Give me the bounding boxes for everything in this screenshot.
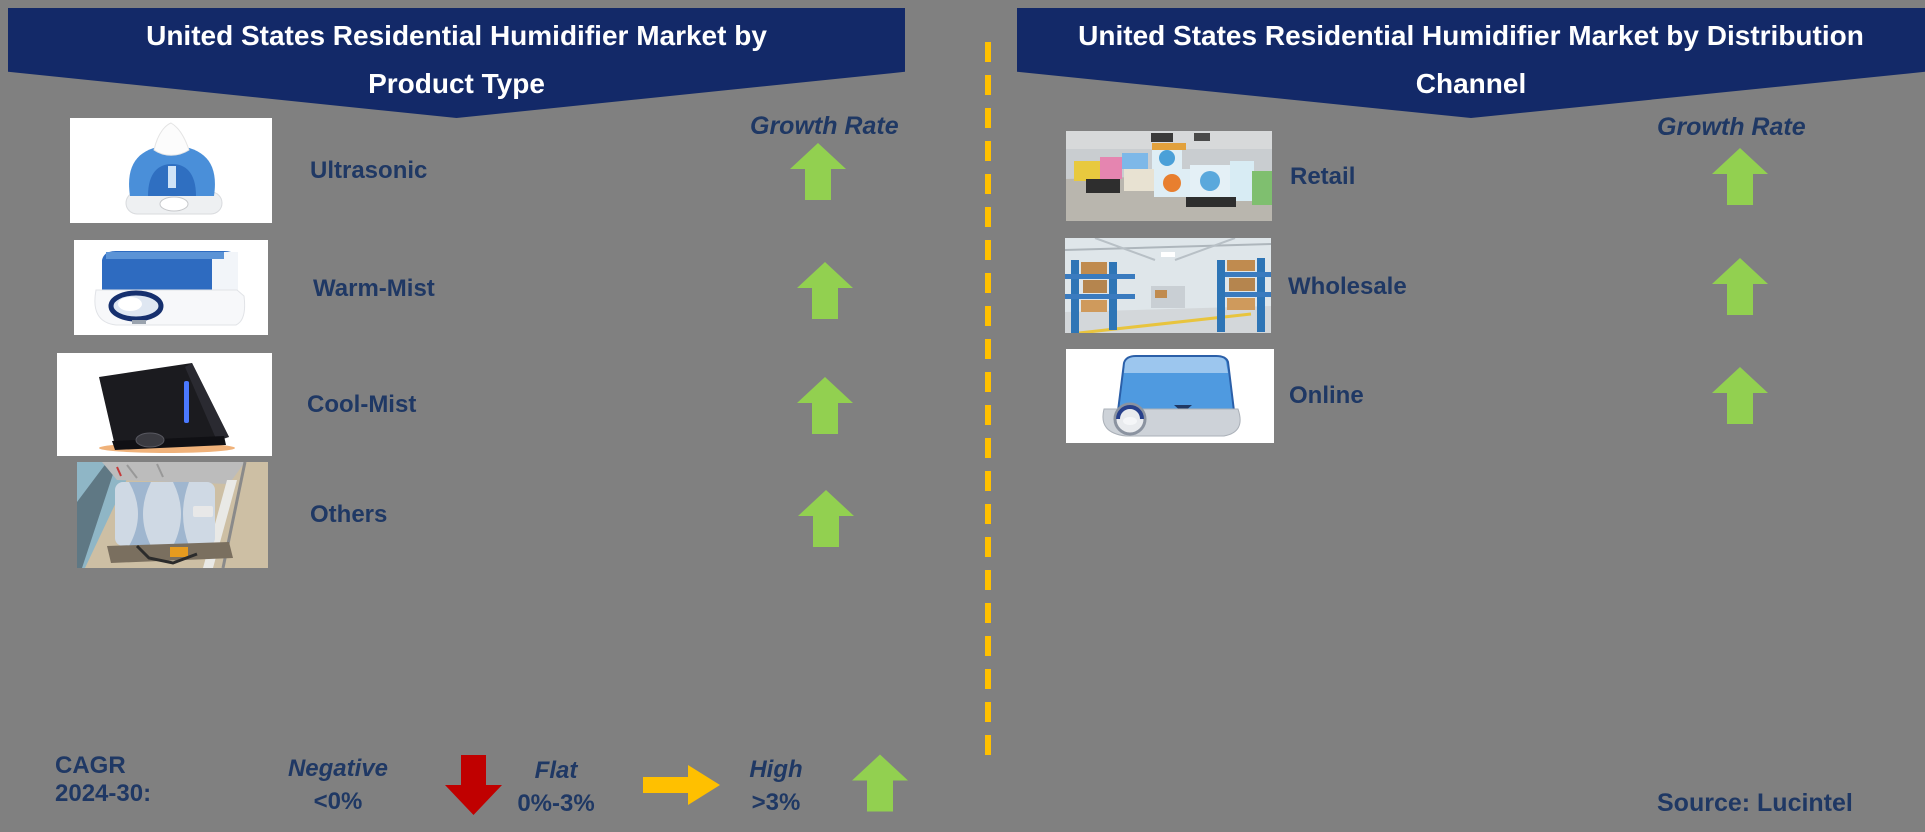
row-label-others: Others	[310, 501, 388, 528]
up-arrow-icon	[1712, 258, 1768, 320]
up-arrow-icon	[798, 490, 854, 552]
up-arrow-icon	[1712, 148, 1768, 210]
cagr-legend-title: CAGR 2024-30:	[55, 752, 151, 808]
ultrasonic-humidifier-illustration	[70, 118, 272, 223]
wholesale-image	[1065, 238, 1271, 333]
legend-flat-range: 0%-3%	[517, 790, 595, 817]
right-title-line2: Channel	[1415, 68, 1527, 99]
right-arrow-icon	[643, 765, 720, 810]
warm-mist-humidifier-illustration	[74, 240, 268, 335]
up-arrow-icon	[790, 143, 846, 205]
left-growth-rate-heading: Growth Rate	[750, 112, 899, 140]
row-label-retail: Retail	[1290, 163, 1356, 190]
cagr-line1: CAGR	[55, 752, 126, 779]
warm-mist-image	[74, 240, 268, 335]
cool-mist-image	[57, 353, 272, 456]
wholesale-warehouse-illustration	[1065, 238, 1271, 333]
online-channel-humidifier-illustration	[1066, 349, 1274, 443]
legend-negative-label: Negative	[287, 755, 389, 782]
up-arrow-icon	[797, 377, 853, 439]
left-panel-title-banner: United States Residential Humidifier Mar…	[8, 8, 905, 118]
up-arrow-icon	[797, 262, 853, 324]
up-arrow-icon	[1712, 367, 1768, 429]
duct-mounted-humidifier-illustration	[77, 462, 268, 568]
legend-high-range: >3%	[751, 789, 801, 816]
row-label-cool-mist: Cool-Mist	[307, 391, 417, 418]
right-growth-rate-heading: Growth Rate	[1657, 113, 1806, 141]
left-title-line2: Product Type	[368, 68, 545, 99]
legend-item-negative: Negative <0%	[268, 756, 408, 815]
row-label-ultrasonic: Ultrasonic	[310, 157, 428, 184]
legend-flat-label: Flat	[534, 757, 578, 784]
up-arrow-icon	[852, 753, 908, 818]
right-title-line1: United States Residential Humidifier Mar…	[1078, 20, 1864, 51]
legend-high-label: High	[749, 756, 803, 783]
row-label-wholesale: Wholesale	[1288, 273, 1407, 300]
legend-item-high: High >3%	[706, 757, 846, 816]
retail-image	[1066, 131, 1272, 221]
cool-mist-humidifier-illustration	[57, 353, 272, 456]
retail-store-aisle-illustration	[1066, 131, 1272, 221]
legend-item-flat: Flat 0%-3%	[486, 758, 626, 817]
dashed-divider-line	[985, 42, 991, 758]
right-panel-title-banner: United States Residential Humidifier Mar…	[1017, 8, 1925, 118]
ultrasonic-image	[70, 118, 272, 223]
row-label-online: Online	[1289, 382, 1364, 409]
left-title-line1: United States Residential Humidifier Mar…	[146, 20, 767, 51]
legend-negative-range: <0%	[313, 788, 363, 815]
others-image	[77, 462, 268, 568]
down-arrow-icon	[445, 755, 502, 820]
source-attribution: Source: Lucintel	[1657, 789, 1853, 817]
cagr-line2: 2024-30:	[55, 780, 152, 807]
row-label-warm-mist: Warm-Mist	[313, 275, 435, 302]
online-image	[1066, 349, 1274, 443]
